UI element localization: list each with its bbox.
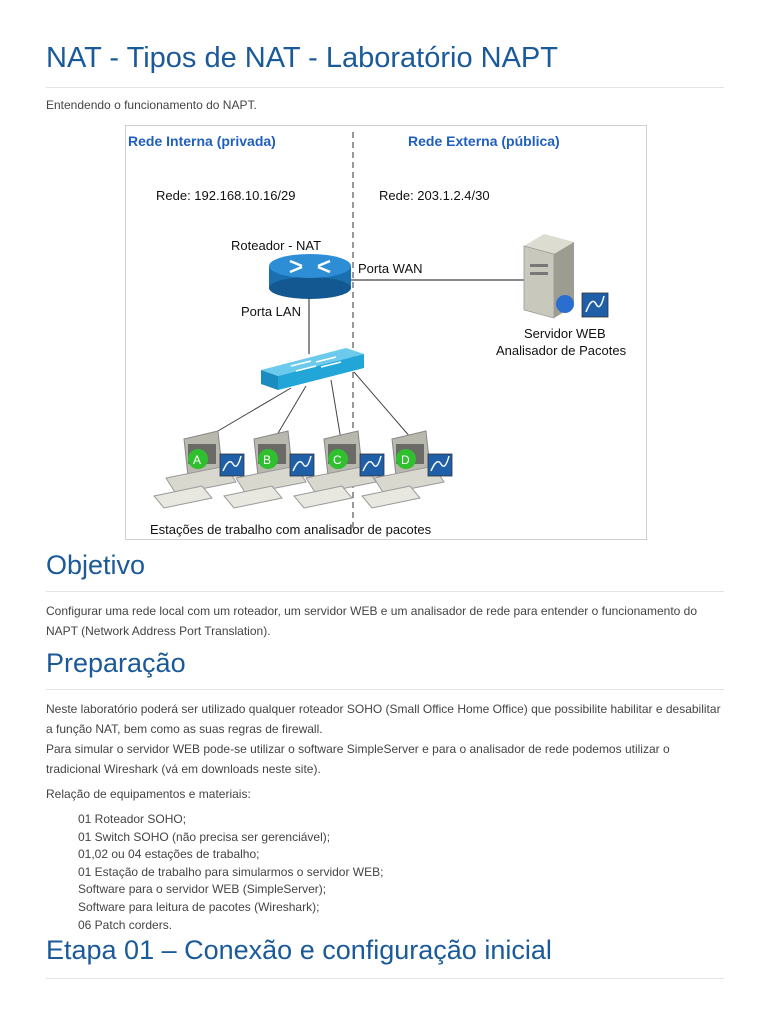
- divider: [46, 591, 724, 592]
- list-item: 01 Switch SOHO (não precisa ser gerenciá…: [78, 829, 331, 844]
- preparacao-paragraph-3: Relação de equipamentos e materiais:: [46, 787, 251, 801]
- page-title: NAT - Tipos de NAT - Laboratório NAPT: [46, 42, 558, 74]
- objetivo-text: Configurar uma rede local com um roteado…: [46, 604, 698, 638]
- inside-network-label: Rede: 192.168.10.16/29: [156, 188, 296, 203]
- divider: [46, 689, 724, 690]
- station-letter: B: [263, 453, 271, 467]
- server-sublabel: Analisador de Pacotes: [496, 343, 627, 358]
- server-label: Servidor WEB: [524, 326, 606, 341]
- router-icon: [269, 254, 351, 299]
- inside-label: Rede Interna (privada): [128, 133, 276, 149]
- list-item: 06 Patch corders.: [78, 917, 173, 932]
- preparacao-paragraph-2: Para simular o servidor WEB pode-se util…: [46, 742, 670, 776]
- napt-diagram-svg: Rede Interna (privada) Rede Externa (púb…: [128, 132, 627, 537]
- lan-port-label: Porta LAN: [241, 304, 301, 319]
- outside-network-label: Rede: 203.1.2.4/30: [379, 188, 490, 203]
- wan-port-label: Porta WAN: [358, 261, 423, 276]
- workstation-c: C: [293, 430, 385, 509]
- router-label: Roteador - NAT: [231, 238, 321, 253]
- station-letter: A: [193, 453, 201, 467]
- workstation-a: A: [153, 430, 245, 509]
- napt-diagram: Rede Interna (privada) Rede Externa (púb…: [125, 125, 647, 540]
- diagram-caption: Estações de trabalho com analisador de p…: [150, 522, 432, 537]
- intro-text: Entendendo o funcionamento do NAPT.: [46, 98, 257, 112]
- workstation-d: D: [361, 430, 453, 509]
- list-item: Software para leitura de pacotes (Wiresh…: [78, 899, 320, 914]
- station-letter: C: [333, 453, 342, 467]
- workstation-b: B: [223, 430, 315, 509]
- switch-icon: [261, 348, 364, 390]
- divider: [46, 978, 724, 979]
- list-item: 01 Roteador SOHO;: [78, 812, 187, 826]
- list-item: 01,02 ou 04 estações de trabalho;: [78, 847, 260, 862]
- station-letter: D: [401, 453, 410, 467]
- section-heading-objetivo: Objetivo: [46, 550, 146, 580]
- list-item: Software para o servidor WEB (SimpleServ…: [78, 882, 327, 897]
- divider: [46, 87, 724, 88]
- section-heading-preparacao: Preparação: [46, 648, 186, 678]
- equipment-list: 01 Roteador SOHO; 01 Switch SOHO (não pr…: [78, 811, 383, 934]
- outside-label: Rede Externa (pública): [408, 133, 560, 149]
- server-icon: [523, 234, 609, 319]
- section-heading-etapa-01: Etapa 01 – Conexão e configuração inicia…: [46, 935, 552, 965]
- preparacao-paragraph-1: Neste laboratório poderá ser utilizado q…: [46, 702, 721, 736]
- list-item: 01 Estação de trabalho para simularmos o…: [78, 864, 384, 879]
